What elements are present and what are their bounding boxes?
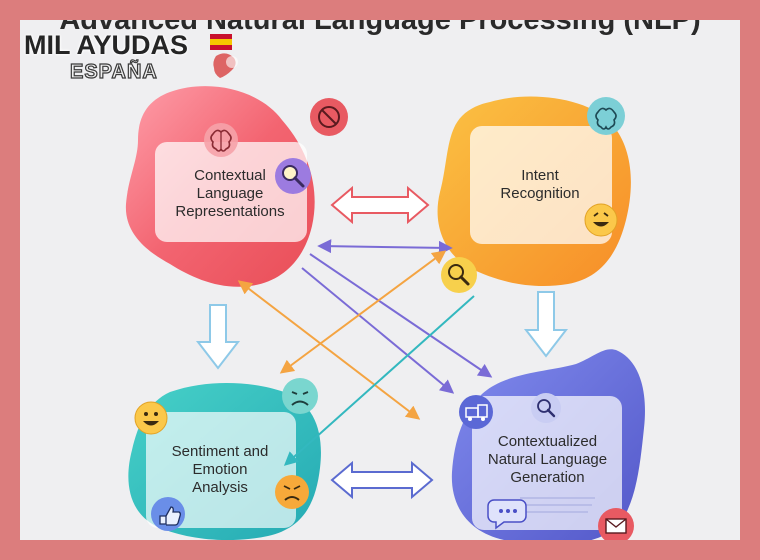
diagram-canvas (125, 86, 645, 540)
arrow-intent-contextual-purple (317, 239, 453, 255)
arrow-sentiment-generation (330, 460, 434, 500)
logo-text: MIL AYUDAS (24, 30, 189, 60)
contextual-card-bg (155, 142, 307, 242)
node-contextualized-natural-language-generation: Contextualized Natural Language Generati… (475, 398, 620, 528)
generation-text-lines (520, 497, 595, 513)
fire-truck-icon (459, 395, 493, 429)
node-label-line: Sentiment and (171, 443, 269, 460)
node-label-line: Intent (521, 167, 559, 184)
node-label-line: Recognition (500, 185, 580, 202)
infographic-frame: Advanced Natural Language Processing (NL… (20, 20, 740, 540)
mail-icon (598, 508, 634, 540)
logo-subtext: ESPAÑA (69, 60, 158, 83)
search-people-icon (441, 257, 477, 293)
node-contextual-language-representations: Contextual Language Representations (155, 148, 305, 240)
arrow-contextual-intent (330, 185, 430, 225)
node-label-line: Generation (510, 469, 585, 486)
brand-logo: MIL AYUDAS ESPAÑA (24, 30, 244, 92)
spain-flag-icon (210, 34, 238, 78)
brain-icon-intent (587, 97, 625, 135)
node-label-line: Contextual (194, 167, 266, 184)
brain-icon (204, 123, 238, 157)
frown-icon (282, 378, 318, 414)
search-icon (275, 158, 311, 194)
node-label-line: Representations (175, 203, 285, 220)
generation-card-bg (472, 396, 622, 530)
arrow-contextual-sentiment (195, 304, 241, 370)
arrow-contextual-generation-orange (237, 280, 421, 420)
search-icon-generation (531, 393, 561, 423)
chat-icon (487, 499, 527, 530)
angry-icon (275, 475, 309, 509)
sentiment-card-bg (146, 412, 296, 528)
smile-icon (584, 203, 618, 237)
arrow-intent-generation (523, 291, 569, 358)
page-title: Advanced Natural Language Processing (NL… (59, 20, 701, 36)
no-icon (310, 98, 348, 136)
arrow-contextual-generation-2 (301, 267, 455, 394)
node-label-line: Emotion (192, 461, 248, 478)
smile-icon-sentiment (134, 401, 168, 435)
node-label-line: Contextualized (497, 433, 598, 450)
node-label-line: Natural Language (487, 451, 608, 468)
node-intent-recognition: Intent Recognition (470, 130, 610, 240)
intent-card-bg (470, 126, 612, 244)
thumbs-up-icon (151, 497, 185, 531)
arrow-intent-sentiment-teal (283, 295, 475, 466)
arrow-intent-sentiment (279, 250, 447, 374)
node-sentiment-emotion-analysis: Sentiment and Emotion Analysis (145, 415, 295, 525)
node-label-line: Analysis (192, 479, 248, 496)
node-label-line: Language (196, 185, 264, 202)
